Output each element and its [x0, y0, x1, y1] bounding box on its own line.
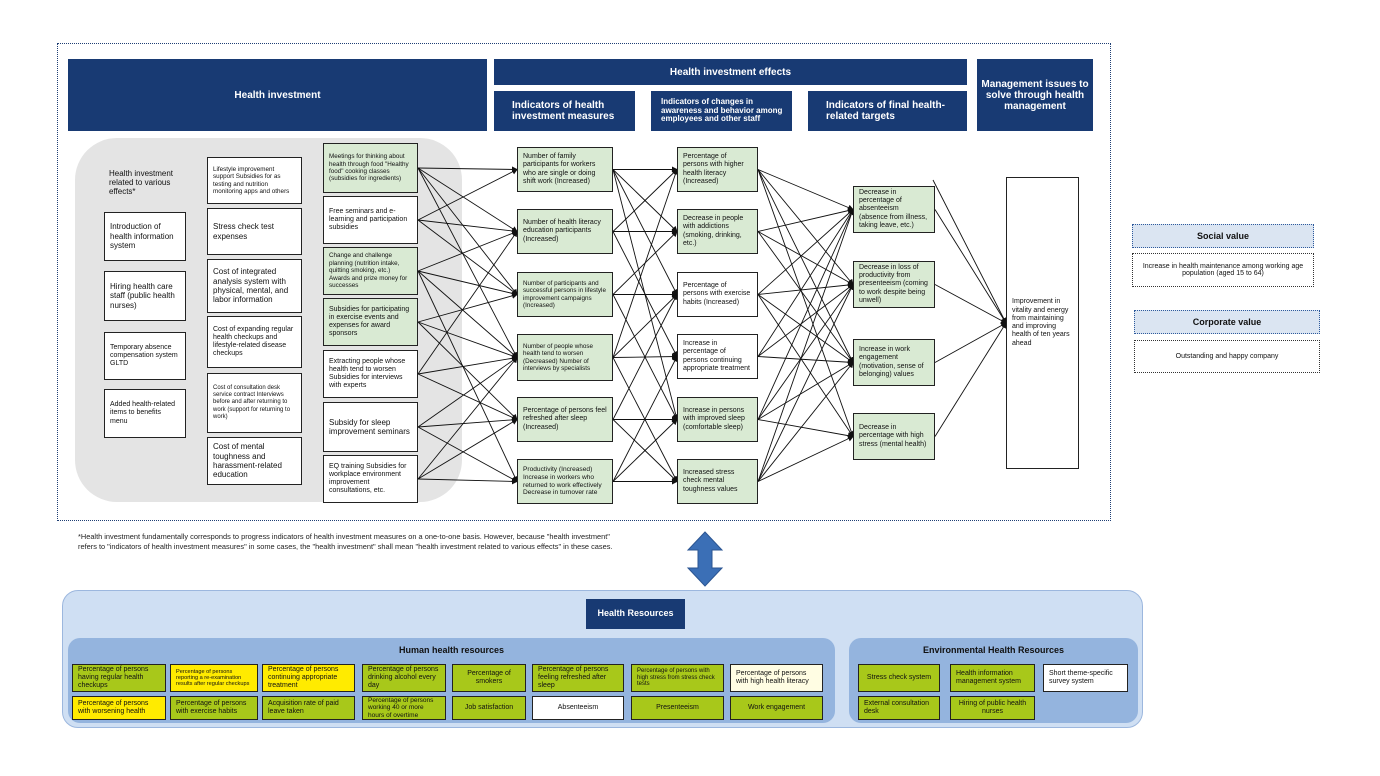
measure-0: Number of family participants for worker…: [517, 147, 613, 192]
header-effects: Health investment effects: [494, 59, 967, 85]
human-r2-3: Percentage of persons working 40 or more…: [362, 696, 446, 720]
env-r1-0: Stress check system: [858, 664, 940, 692]
left-item-0: Introduction of health information syste…: [104, 212, 186, 261]
human-r1-7: Percentage of persons with high health l…: [730, 664, 823, 692]
right-item-5: Subsidy for sleep improvement seminars: [323, 402, 418, 452]
header-indicators-final: Indicators of final health-related targe…: [808, 91, 967, 131]
change-4: Increase in persons with improved sleep …: [677, 397, 758, 442]
corporate-value-text: Outstanding and happy company: [1134, 340, 1320, 373]
change-5: Increased stress check mental toughness …: [677, 459, 758, 504]
header-indicators-measures: Indicators of health investment measures: [494, 91, 635, 131]
left-item-2: Temporary absence compensation system GL…: [104, 332, 186, 380]
human-r2-0: Percentage of persons with worsening hea…: [72, 696, 166, 720]
final-0: Decrease in percentage of absenteeism (a…: [853, 186, 935, 233]
header-effects-label: Health investment effects: [669, 66, 792, 78]
health-management-map-frame: [57, 43, 1111, 521]
right-item-4: Extracting people whose health tend to w…: [323, 350, 418, 398]
measure-2: Number of participants and successful pe…: [517, 272, 613, 317]
human-r2-4: Job satisfaction: [452, 696, 526, 720]
corporate-value-title: Corporate value: [1134, 310, 1320, 334]
measure-5: Productivity (Increased) Increase in wor…: [517, 459, 613, 504]
header-indicators-final-label: Indicators of final health-related targe…: [826, 100, 945, 122]
header-indicators-changes-label: Indicators of changes in awareness and b…: [661, 96, 783, 124]
mid-item-4: Cost of consultation desk service contra…: [207, 373, 302, 433]
header-management-issues-label: Management issues to solve through healt…: [981, 78, 1089, 112]
mid-item-2: Cost of integrated analysis system with …: [207, 259, 302, 313]
human-r1-6: Percentage of persons with high stress f…: [631, 664, 724, 692]
management-goal: Improvement in vitality and energy from …: [1006, 177, 1079, 469]
human-r2-7: Work engagement: [730, 696, 823, 720]
human-r2-5: Absenteeism: [532, 696, 624, 720]
env-resources-title: Environmental Health Resources: [922, 645, 1065, 655]
left-item-3: Added health-related items to benefits m…: [104, 389, 186, 438]
mid-item-0: Lifestyle improvement support Subsidies …: [207, 157, 302, 204]
human-r1-3: Percentage of persons drinking alcohol e…: [362, 664, 446, 692]
human-r1-2: Percentage of persons continuing appropr…: [262, 664, 355, 692]
measure-4: Percentage of persons feel refreshed aft…: [517, 397, 613, 442]
social-value-text: Increase in health maintenance among wor…: [1132, 253, 1314, 287]
mid-item-5: Cost of mental toughness and harassment-…: [207, 437, 302, 485]
investment-related-label: Health investment related to various eff…: [109, 169, 174, 197]
measure-3: Number of people whose health tend to wo…: [517, 334, 613, 381]
change-0: Percentage of persons with higher health…: [677, 147, 758, 192]
human-r1-4: Percentage of smokers: [452, 664, 526, 692]
human-resources-title: Human health resources: [398, 645, 505, 655]
double-arrow-icon: [686, 531, 724, 587]
social-value-title: Social value: [1132, 224, 1314, 248]
final-2: Increase in work engagement (motivation,…: [853, 339, 935, 386]
header-indicators-changes: Indicators of changes in awareness and b…: [651, 91, 792, 131]
right-item-2: Change and challenge planning (nutrition…: [323, 247, 418, 295]
env-r2-1: Hiring of public health nurses: [950, 696, 1035, 720]
change-3: Increase in percentage of persons contin…: [677, 334, 758, 379]
measure-1: Number of health literacy education part…: [517, 209, 613, 254]
change-2: Percentage of persons with exercise habi…: [677, 272, 758, 317]
human-r2-2: Acquisition rate of paid leave taken: [262, 696, 355, 720]
mid-item-3: Cost of expanding regular health checkup…: [207, 316, 302, 368]
right-item-1: Free seminars and e-learning and partici…: [323, 196, 418, 244]
header-health-investment-label: Health investment: [234, 89, 321, 101]
final-1: Decrease in loss of productivity from pr…: [853, 261, 935, 308]
human-r1-5: Percentage of persons feeling refreshed …: [532, 664, 624, 692]
mid-item-1: Stress check test expenses: [207, 208, 302, 255]
human-r1-1: Percentage of persons reporting a re-exa…: [170, 664, 258, 692]
env-r2-0: External consultation desk: [858, 696, 940, 720]
health-resources-title: Health Resources: [586, 599, 685, 629]
header-management-issues: Management issues to solve through healt…: [977, 59, 1093, 131]
env-r1-2: Short theme-specific survey system: [1043, 664, 1128, 692]
human-r2-6: Presenteeism: [631, 696, 724, 720]
human-r2-1: Percentage of persons with exercise habi…: [170, 696, 258, 720]
header-health-investment: Health investment: [68, 59, 487, 131]
env-r1-1: Health information management system: [950, 664, 1035, 692]
final-3: Decrease in percentage with high stress …: [853, 413, 935, 460]
right-item-0: Meetings for thinking about health throu…: [323, 143, 418, 193]
footnote: *Health investment fundamentally corresp…: [78, 532, 613, 551]
human-r1-0: Percentage of persons having regular hea…: [72, 664, 166, 692]
change-1: Decrease in people with addictions (smok…: [677, 209, 758, 254]
right-item-3: Subsidies for participating in exercise …: [323, 298, 418, 346]
right-item-6: EQ training Subsidies for workplace envi…: [323, 455, 418, 503]
health-resources-title-label: Health Resources: [597, 608, 674, 619]
header-indicators-measures-label: Indicators of health investment measures: [512, 100, 615, 122]
left-item-1: Hiring health care staff (public health …: [104, 271, 186, 321]
